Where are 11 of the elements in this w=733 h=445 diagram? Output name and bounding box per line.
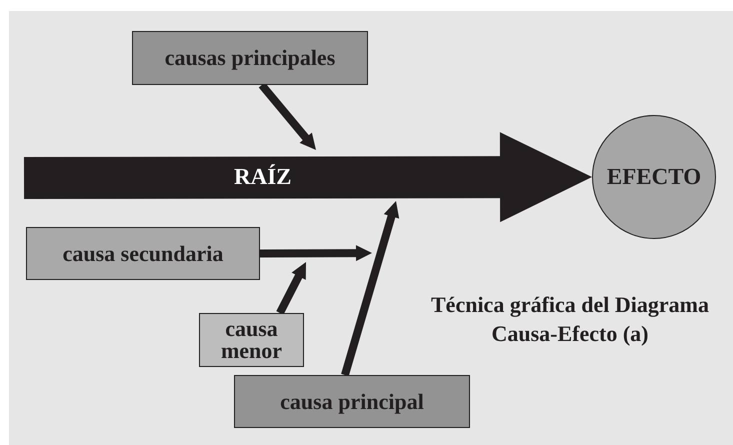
cause-box: causas principales bbox=[132, 31, 368, 85]
cause-box: causa secundaria bbox=[26, 227, 260, 280]
caption: Técnica gráfica del Diagrama Causa-Efecto (a) bbox=[430, 291, 710, 348]
cause-box: causa menor bbox=[199, 313, 304, 367]
arrow bbox=[276, 262, 306, 315]
arrow bbox=[260, 245, 372, 262]
cause-box: causa principal bbox=[234, 375, 470, 428]
arrow bbox=[258, 82, 316, 150]
arrow bbox=[341, 201, 400, 376]
arrow bbox=[24, 132, 592, 222]
edge-label: RAÍZ bbox=[234, 164, 292, 190]
